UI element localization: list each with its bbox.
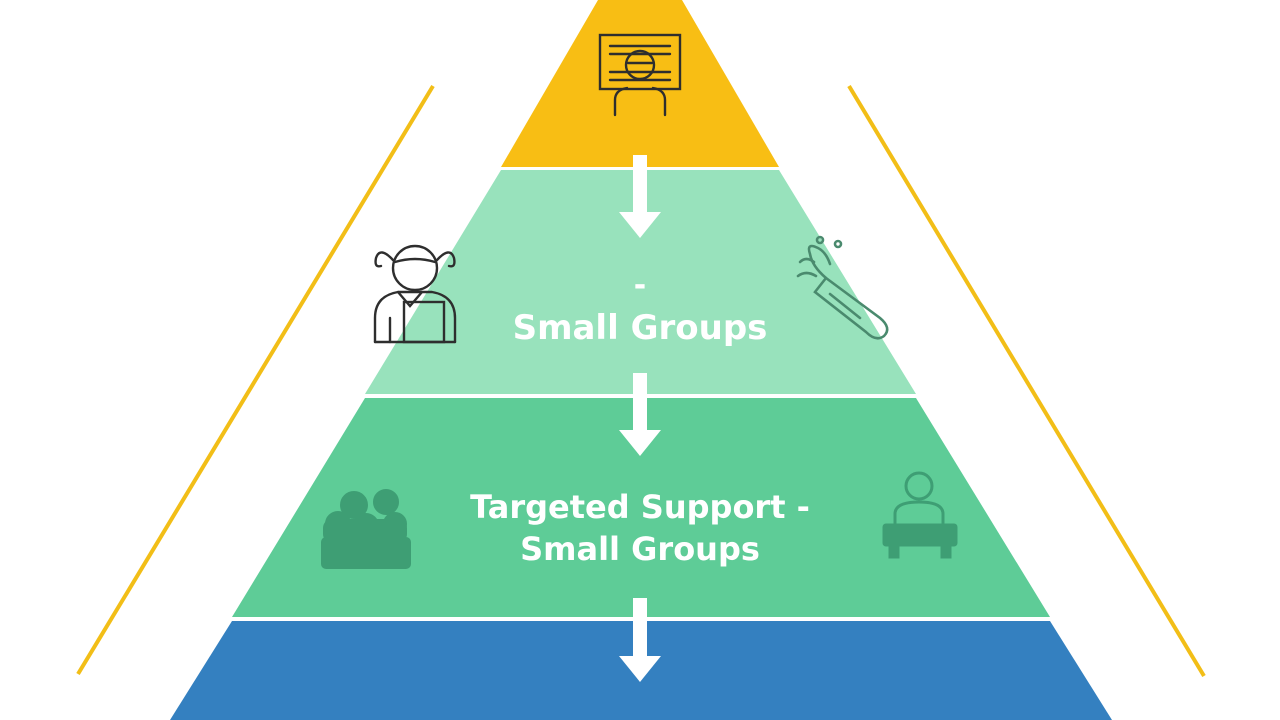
tier-3-band bbox=[232, 398, 1050, 617]
left-side-line bbox=[76, 84, 435, 676]
presentation-board-icon bbox=[598, 33, 682, 117]
person-at-desk-icon bbox=[882, 471, 958, 559]
tier-2-dash: - bbox=[633, 268, 647, 303]
tier-2-label: Small Groups bbox=[512, 308, 768, 348]
down-arrow-3 bbox=[619, 598, 661, 682]
tier-3-label-line-1: Targeted Support - bbox=[470, 488, 810, 526]
tier-1-band bbox=[501, 0, 779, 167]
tier-3-label-line-2: Small Groups bbox=[520, 530, 760, 568]
tier-2-band bbox=[365, 170, 916, 394]
paint-brush-icon bbox=[796, 235, 889, 340]
group-people-icon bbox=[321, 489, 411, 569]
student-girl-icon bbox=[373, 244, 457, 344]
right-side-line bbox=[847, 84, 1206, 678]
down-arrow-2 bbox=[619, 373, 661, 456]
down-arrow-1 bbox=[619, 155, 661, 238]
